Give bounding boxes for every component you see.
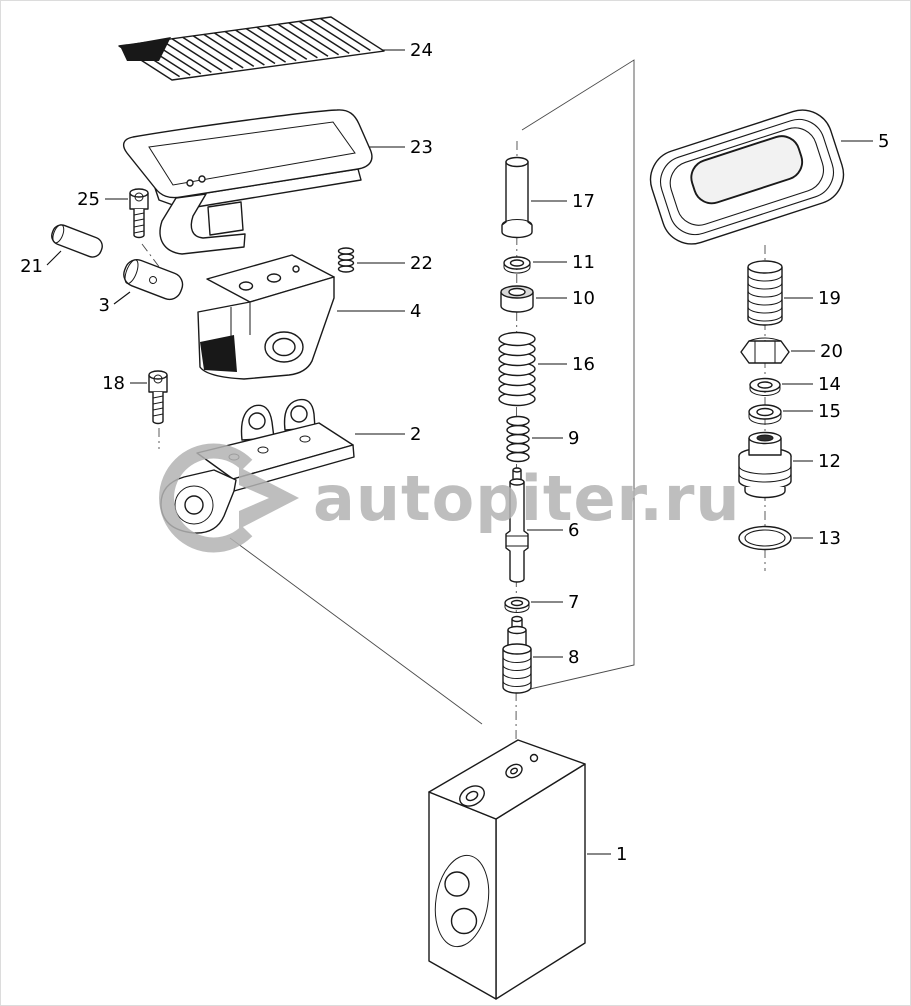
part-11-washer <box>503 256 531 274</box>
callout-label-23: 23 <box>410 137 433 158</box>
part-1-valve-body <box>428 739 586 1000</box>
callout-label-20: 20 <box>820 341 843 362</box>
callout-6: 6 <box>527 520 579 541</box>
callout-label-12: 12 <box>818 451 841 472</box>
part-6-pushrod <box>505 467 529 583</box>
callout-5: 5 <box>841 131 889 152</box>
callout-2: 2 <box>355 424 421 445</box>
callout-label-18: 18 <box>102 373 125 394</box>
part-22-spring-small <box>337 247 355 273</box>
callout-label-2: 2 <box>410 424 421 445</box>
callout-22: 22 <box>357 253 433 274</box>
callout-label-11: 11 <box>572 252 595 273</box>
callout-13: 13 <box>793 528 841 549</box>
part-3-pin <box>123 258 184 301</box>
logo-ring <box>159 443 253 553</box>
part-16-spring <box>498 331 536 407</box>
callout-25: 25 <box>77 189 128 210</box>
callout-label-7: 7 <box>568 592 579 613</box>
callout-label-16: 16 <box>572 354 595 375</box>
callout-10: 10 <box>536 288 595 309</box>
callout-label-5: 5 <box>878 131 889 152</box>
part-15-washer <box>748 404 782 425</box>
part-18-screw <box>148 370 168 425</box>
callout-label-8: 8 <box>568 647 579 668</box>
callout-12: 12 <box>793 451 841 472</box>
callout-3: 3 <box>99 291 131 316</box>
callout-9: 9 <box>532 428 579 449</box>
callout-label-9: 9 <box>568 428 579 449</box>
part-10-bushing <box>500 285 534 313</box>
callout-8: 8 <box>533 647 579 668</box>
callouts: 1 2 3 4 5 6 7 8 <box>20 40 889 865</box>
callout-label-17: 17 <box>572 191 595 212</box>
part-25-screw <box>129 188 149 239</box>
callout-20: 20 <box>791 341 843 362</box>
part-13-o-ring <box>738 525 792 551</box>
callout-15: 15 <box>783 401 841 422</box>
callout-4: 4 <box>337 301 421 322</box>
screw25-centerline <box>141 243 164 273</box>
part-5-boot <box>649 109 845 245</box>
callout-19: 19 <box>784 288 841 309</box>
callout-18: 18 <box>102 373 147 394</box>
callout-21: 21 <box>20 250 62 277</box>
callout-label-19: 19 <box>818 288 841 309</box>
callout-16: 16 <box>538 354 595 375</box>
part-4-pivot-bracket <box>197 254 335 380</box>
part-17-plunger <box>501 156 533 239</box>
callout-label-3: 3 <box>99 295 110 316</box>
bracket-to-body-line <box>229 537 483 725</box>
watermark-text: autopiter.ru <box>313 462 741 535</box>
part-14-washer <box>749 377 781 396</box>
callout-label-1: 1 <box>616 844 627 865</box>
part-12-gland <box>738 431 792 499</box>
callout-17: 17 <box>531 191 595 212</box>
assembly-bracket-line <box>521 59 635 690</box>
callout-label-21: 21 <box>20 256 43 277</box>
watermark: autopiter.ru <box>159 443 741 553</box>
callout-11: 11 <box>533 252 595 273</box>
callout-label-15: 15 <box>818 401 841 422</box>
part-21-pin <box>51 224 103 258</box>
callout-label-13: 13 <box>818 528 841 549</box>
part-7-washer <box>504 596 530 613</box>
callout-1: 1 <box>587 844 627 865</box>
callout-label-24: 24 <box>410 40 433 61</box>
part-19-sleeve <box>747 260 783 326</box>
callout-14: 14 <box>782 374 841 395</box>
callout-label-14: 14 <box>818 374 841 395</box>
part-20-hex-nut <box>740 337 790 364</box>
callout-label-25: 25 <box>77 189 100 210</box>
part-8-valve-spool <box>502 615 532 694</box>
callout-label-4: 4 <box>410 301 421 322</box>
part-24-pedal-pad <box>118 16 385 81</box>
callout-23: 23 <box>369 137 433 158</box>
logo-arrow <box>239 467 299 529</box>
callout-24: 24 <box>383 40 433 61</box>
callout-7: 7 <box>531 592 579 613</box>
part-9-spring-small <box>506 415 530 463</box>
part-2-base-bracket <box>160 398 355 534</box>
callout-label-22: 22 <box>410 253 433 274</box>
part-23-pedal <box>122 109 373 255</box>
callout-label-10: 10 <box>572 288 595 309</box>
callout-label-6: 6 <box>568 520 579 541</box>
autopiter-logo-icon <box>159 443 299 553</box>
